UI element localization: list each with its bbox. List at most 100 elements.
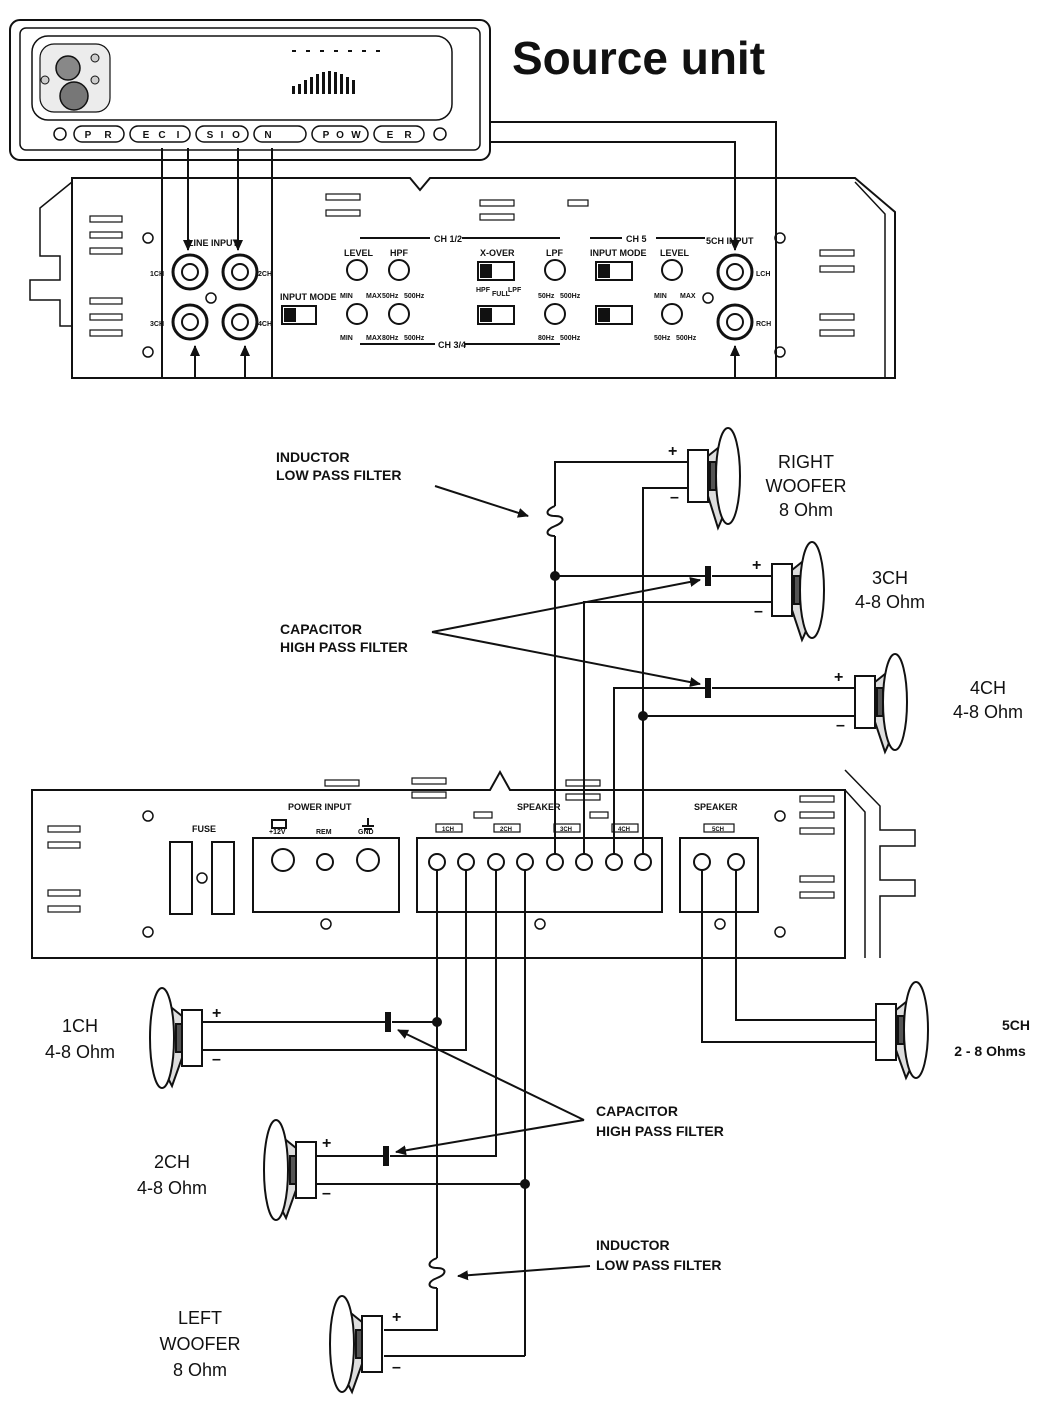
- terminal-4ch-minus[interactable]: [634, 853, 652, 871]
- terminal-rem[interactable]: [316, 853, 334, 871]
- level-knob-ch5[interactable]: [661, 259, 683, 281]
- polarity-minus: –: [322, 1185, 331, 1202]
- speaker-right-woofer: [687, 427, 741, 531]
- source-button-4[interactable]: [253, 125, 307, 143]
- right-woofer-label: RIGHT: [778, 452, 834, 472]
- rca-jack-2ch[interactable]: [221, 253, 259, 291]
- capacitor-top-label: HIGH PASS FILTER: [280, 639, 408, 655]
- lpf-knob-ch5[interactable]: [661, 303, 683, 325]
- source-eject-button[interactable]: [433, 127, 447, 141]
- terminal-5ch-plus[interactable]: [693, 853, 711, 871]
- max-label: MAX: [366, 293, 382, 300]
- terminal-4ch-plus[interactable]: [605, 853, 623, 871]
- input-mode-label-ch14: INPUT MODE: [280, 292, 337, 302]
- source-button-letter: I: [221, 130, 224, 141]
- source-button-5[interactable]: [311, 125, 369, 143]
- rca-1ch-label: 1CH: [150, 271, 164, 278]
- fivech-input-label: 5CH INPUT: [706, 236, 754, 246]
- left-woofer-label: WOOFER: [160, 1334, 241, 1354]
- hpf-knob-ch12[interactable]: [388, 259, 410, 281]
- source-unit-faceplate: [31, 35, 453, 121]
- level-label: LEVEL: [344, 248, 374, 258]
- level-knob-ch12[interactable]: [346, 259, 368, 281]
- power-input-label: POWER INPUT: [288, 802, 352, 812]
- right-woofer-label: WOOFER: [766, 476, 847, 496]
- terminal-3ch-minus[interactable]: [575, 853, 593, 871]
- ch5-impedance: 2 - 8 Ohms: [954, 1043, 1026, 1059]
- polarity-plus: +: [668, 443, 677, 460]
- amplifier-bottom: [31, 769, 916, 959]
- tab-4ch: 4CH: [618, 827, 630, 833]
- hz50-label-lpf: 50Hz: [538, 293, 555, 300]
- source-button-letter: P: [85, 130, 92, 141]
- ch2-impedance: 4-8 Ohm: [137, 1178, 207, 1198]
- rca-jack-4ch[interactable]: [221, 303, 259, 341]
- lpf-knob-ch34[interactable]: [544, 303, 566, 325]
- source-button-3[interactable]: [195, 125, 249, 143]
- battery-icon: [271, 819, 287, 829]
- terminal-gnd[interactable]: [356, 848, 380, 872]
- rca-jack-3ch[interactable]: [171, 303, 209, 341]
- terminal-2ch-plus[interactable]: [487, 853, 505, 871]
- polarity-plus: +: [752, 557, 761, 574]
- ch3-impedance: 4-8 Ohm: [855, 592, 925, 612]
- capacitor-icon: [705, 566, 711, 586]
- inductor-icon: [428, 1257, 446, 1289]
- hz500-label-ch5: 500Hz: [676, 335, 697, 342]
- rca-jacks: [171, 253, 754, 341]
- hpf-knob-ch34[interactable]: [388, 303, 410, 325]
- rca-jack-1ch[interactable]: [171, 253, 209, 291]
- inductor-bottom-label: INDUCTOR: [596, 1237, 670, 1253]
- fuse-holder-left[interactable]: [169, 841, 193, 915]
- rca-jack-rch[interactable]: [716, 303, 754, 341]
- rca-rch-label: RCH: [756, 321, 771, 328]
- terminal-1ch-minus[interactable]: [457, 853, 475, 871]
- ch34-label: CH 3/4: [438, 340, 466, 350]
- source-button-6[interactable]: [373, 125, 425, 143]
- capacitor-icon: [383, 1146, 389, 1166]
- speaker-label-5ch: SPEAKER: [694, 802, 738, 812]
- max-label-ch34: MAX: [366, 335, 382, 342]
- speaker-4ch: [854, 653, 908, 755]
- inductor-top-label: INDUCTOR: [276, 449, 350, 465]
- amplifier-bottom-outline: [31, 769, 846, 959]
- source-button-letter: E: [387, 130, 394, 141]
- min-label-ch5: MIN: [654, 293, 667, 300]
- level-knob-ch34[interactable]: [346, 303, 368, 325]
- hz500-label-ch34: 500Hz: [404, 335, 425, 342]
- level-label-ch5: LEVEL: [660, 248, 690, 258]
- speaker-5ch: [875, 981, 929, 1081]
- speaker-label: SPEAKER: [517, 802, 561, 812]
- polarity-minus: –: [670, 489, 679, 506]
- xover-lpf: LPF: [508, 287, 522, 294]
- mode-knob-icon: [59, 81, 89, 111]
- terminal-2ch-minus[interactable]: [516, 853, 534, 871]
- hz500-label-lpf-ch34: 500Hz: [560, 335, 581, 342]
- rca-3ch-label: 3CH: [150, 321, 164, 328]
- source-button-1[interactable]: [73, 125, 125, 143]
- fuse-holder-right[interactable]: [211, 841, 235, 915]
- capacitor-icon: [705, 678, 711, 698]
- source-button-letter: S: [207, 130, 214, 141]
- polarity-plus: +: [212, 1005, 221, 1022]
- lpf-knob-ch12[interactable]: [544, 259, 566, 281]
- inductor-icon: [546, 505, 564, 537]
- source-button-letter: E: [143, 130, 150, 141]
- terminal-5ch-minus[interactable]: [727, 853, 745, 871]
- speaker-left-woofer: [329, 1295, 383, 1395]
- terminal-3ch-plus[interactable]: [546, 853, 564, 871]
- terminal-12v[interactable]: [271, 848, 295, 872]
- rca-lch-label: LCH: [756, 271, 770, 278]
- inductor-top-label: LOW PASS FILTER: [276, 467, 401, 483]
- rca-jack-lch[interactable]: [716, 253, 754, 291]
- tab-2ch: 2CH: [500, 827, 512, 833]
- terminal-1ch-plus[interactable]: [428, 853, 446, 871]
- gnd-label: GND: [358, 829, 374, 836]
- source-button-2[interactable]: [129, 125, 191, 143]
- ch2-label: 2CH: [154, 1152, 190, 1172]
- source-power-button[interactable]: [53, 127, 67, 141]
- source-unit: [9, 19, 491, 161]
- speaker-terminal-block-5: [679, 837, 759, 913]
- polarity-minus: –: [212, 1051, 221, 1068]
